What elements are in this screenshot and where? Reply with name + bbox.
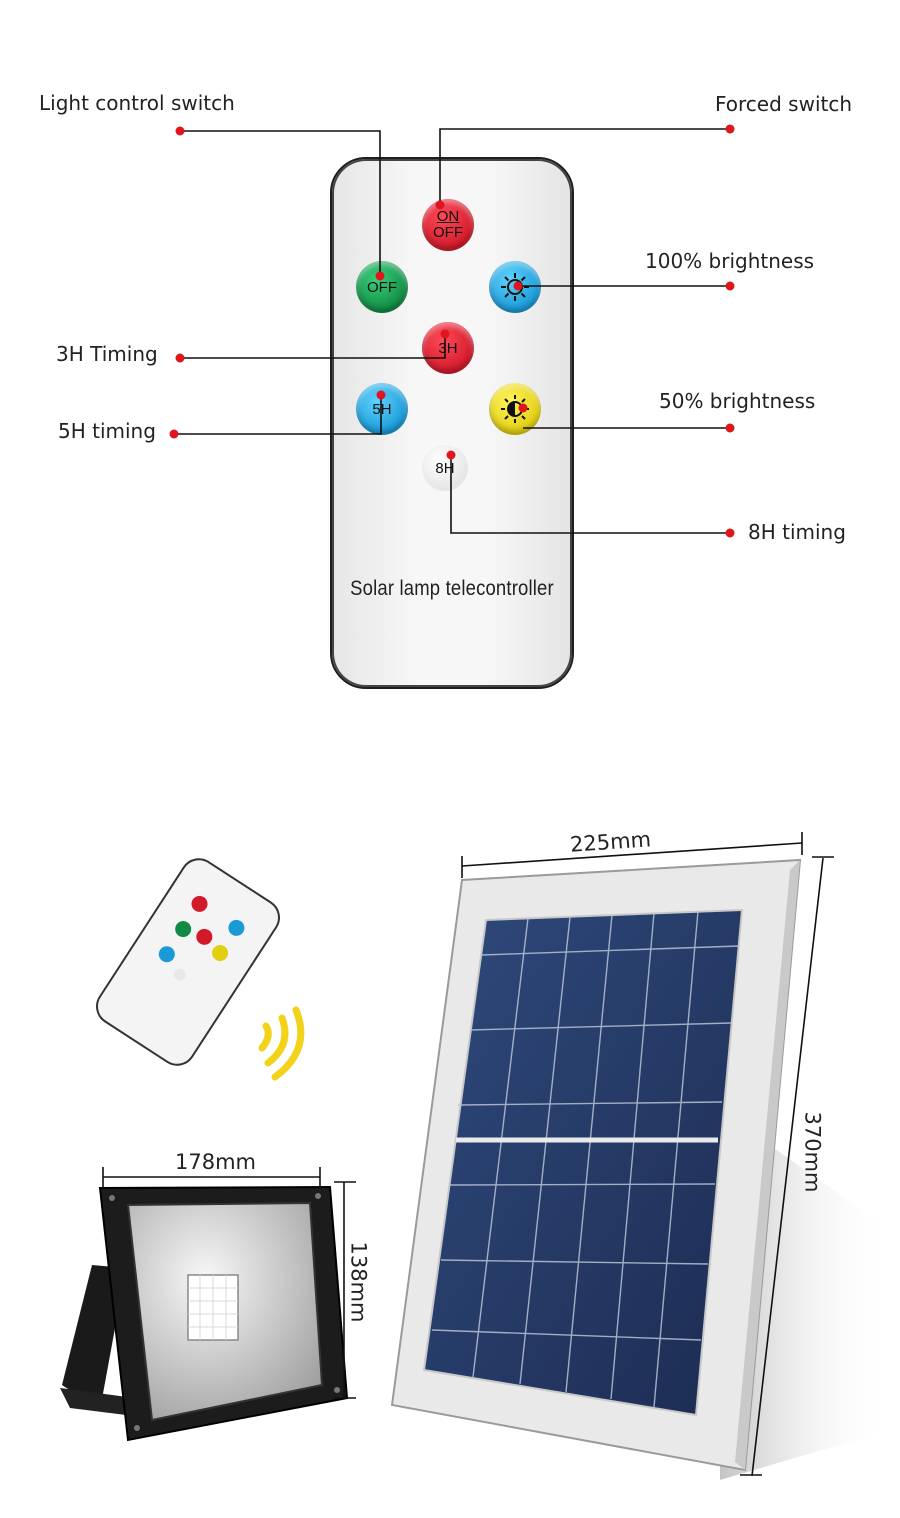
callout-light-control-switch: Light control switch [39,91,235,115]
callout-8h-timing: 8H timing [748,520,846,544]
lamp-height-label: 138mm [346,1241,371,1323]
sun-icon [501,273,529,301]
callout-50-brightness: 50% brightness [659,389,816,413]
callout-forced-switch: Forced switch [715,92,853,116]
panel-height-label: 370mm [800,1111,825,1193]
panel-width-label: 225mm [569,827,652,857]
callout-leader-lines [169,124,735,538]
lamp-width-label: 178mm [175,1150,256,1174]
timer-8h-button[interactable]: 8H [422,445,468,491]
brightness-50-button[interactable] [489,383,541,435]
callout-3h-timing: 3H Timing [56,342,158,366]
remote-control: ON OFF OFF 3H 5H [330,157,574,689]
off-button[interactable]: OFF [356,261,408,313]
half-sun-icon [501,395,529,423]
remote-caption: Solar lamp telecontroller [350,577,554,600]
callout-5h-timing: 5H timing [58,419,156,443]
callout-100-brightness: 100% brightness [645,249,815,273]
on-off-button[interactable]: ON OFF [422,199,474,251]
